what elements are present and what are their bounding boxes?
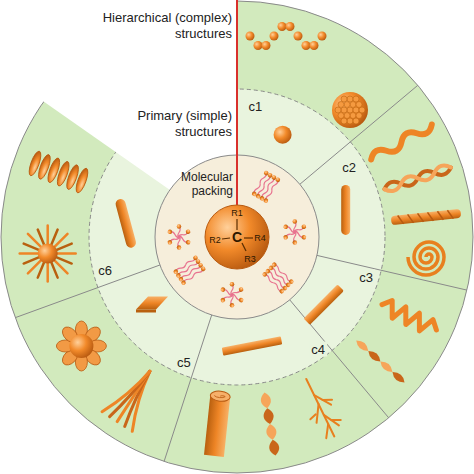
ring-title: Molecular packing [158, 170, 233, 199]
carbon-center-circle: R1R2 C R4R3 [204, 204, 270, 270]
substituent-label: R4 [254, 234, 266, 243]
substituent-label: R3 [244, 255, 256, 264]
section-label: c1 [247, 99, 265, 114]
ring-title: Hierarchical (complex) structures [87, 10, 232, 41]
section-label: c5 [175, 355, 193, 370]
section-label: c3 [357, 269, 375, 284]
atom-symbol: C [232, 230, 242, 244]
substituent-label: R2 [209, 236, 221, 245]
section-label: c4 [309, 341, 327, 356]
section-label: c6 [96, 262, 114, 277]
substituent-label: R1 [231, 209, 243, 218]
ring-title: Primary (simple) structures [87, 108, 232, 139]
section-label: c2 [340, 160, 358, 175]
